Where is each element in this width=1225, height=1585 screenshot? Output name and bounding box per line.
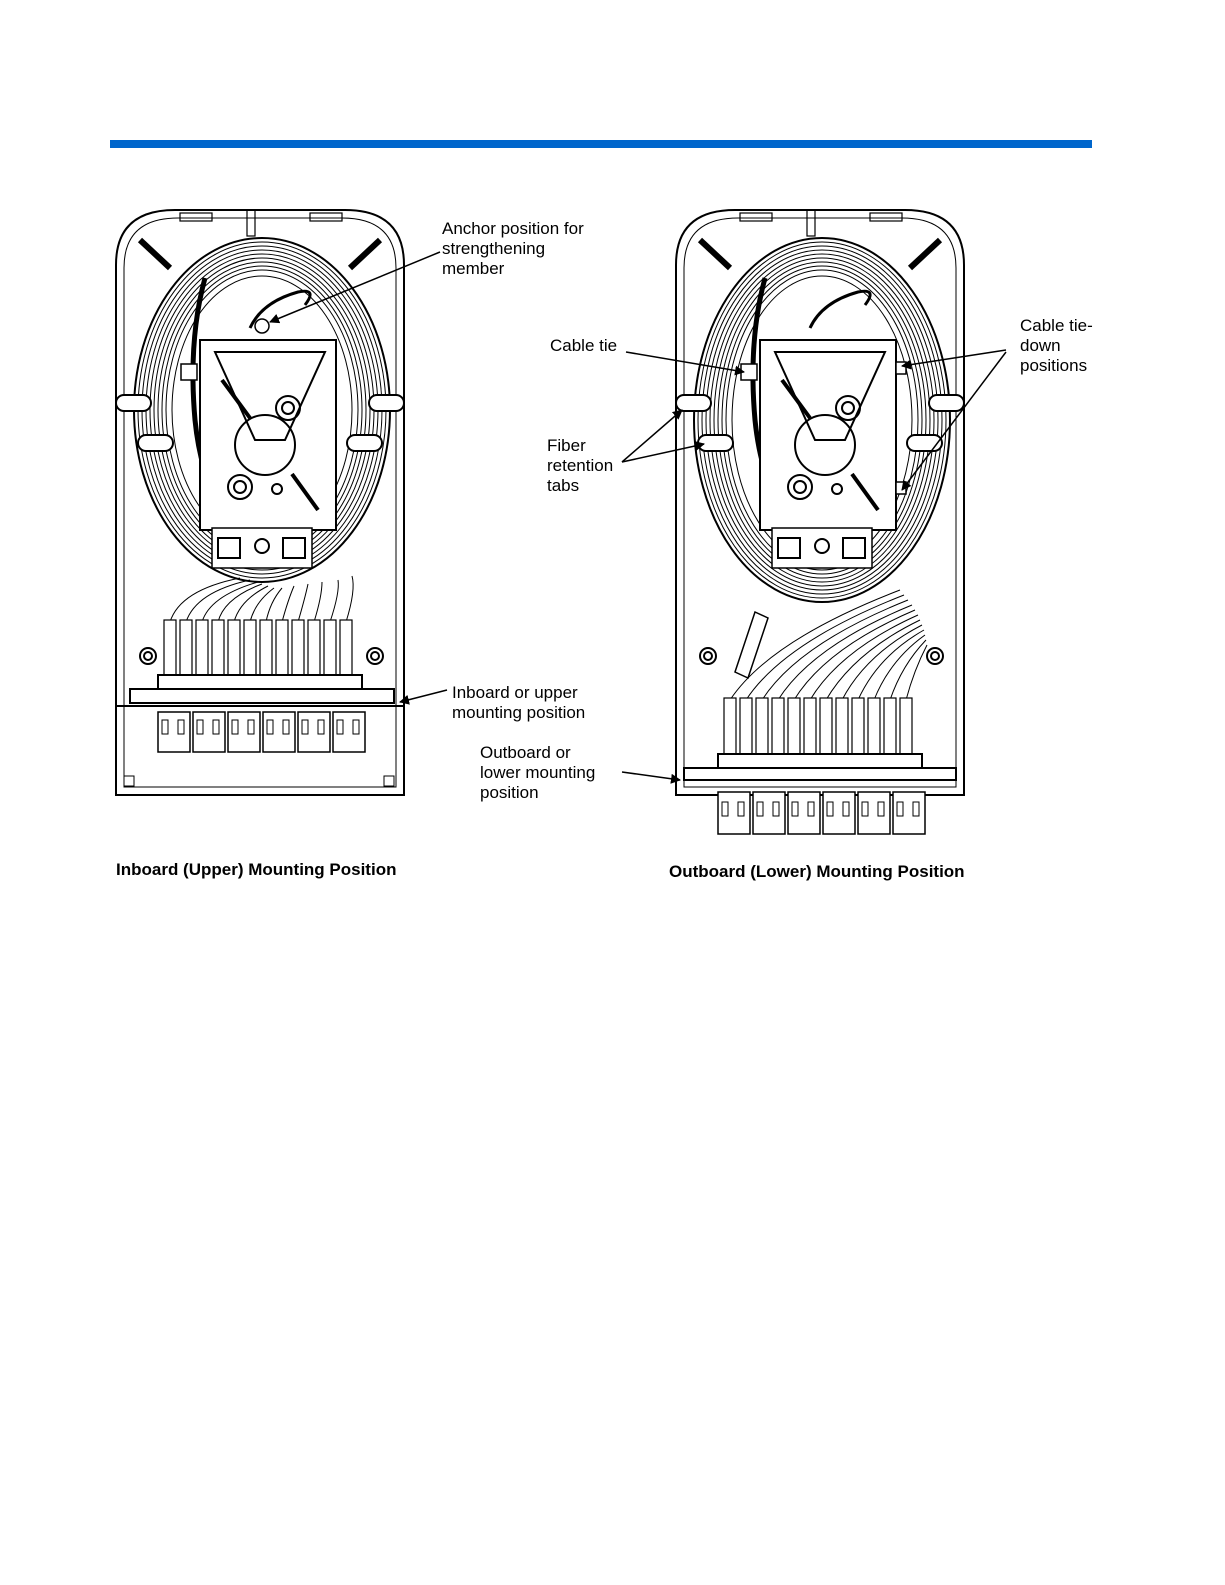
callout-anchor: Anchor position for strengthening member [442, 219, 584, 279]
callout-outboard: Outboard or lower mounting position [480, 743, 595, 803]
outboard-enclosure [676, 210, 964, 834]
callout-cable-tie: Cable tie [550, 336, 617, 356]
callout-inboard: Inboard or upper mounting position [452, 683, 585, 723]
callout-fiber-tabs: Fiber retention tabs [547, 436, 613, 496]
caption-outboard: Outboard (Lower) Mounting Position [669, 862, 965, 882]
caption-inboard: Inboard (Upper) Mounting Position [116, 860, 396, 880]
callout-cable-tie-down: Cable tie- down positions [1020, 316, 1093, 376]
inboard-enclosure [116, 210, 404, 795]
